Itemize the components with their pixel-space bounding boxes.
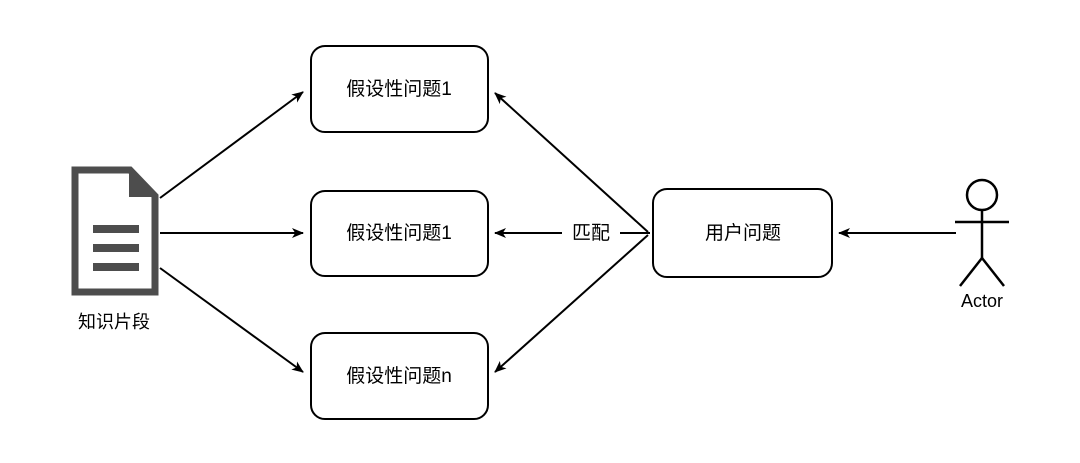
hypothetical-question-bottom-node[interactable]: 假设性问题n [310,332,489,420]
hypothetical-question-bottom-label: 假设性问题n [346,365,452,387]
edge-doc-to-question-bottom [159,267,304,373]
hypothetical-question-top-label: 假设性问题1 [346,78,452,100]
actor-node[interactable]: Actor [955,178,1009,311]
hypothetical-question-middle-label: 假设性问题1 [346,222,452,244]
edge-user-question-to-question-bottom [494,234,649,373]
user-question-label: 用户问题 [705,222,781,244]
hypothetical-question-top-node[interactable]: 假设性问题1 [310,45,489,133]
edge-user-question-to-question-top [494,92,649,233]
edge-doc-to-question-top [159,91,304,199]
knowledge-chunk-node[interactable]: 知识片段 [71,166,159,332]
document-icon [71,166,159,296]
actor-stick-figure-icon [955,178,1009,287]
edge-user-question-to-question-middle: 匹配 [494,219,650,247]
hypothetical-question-middle-node[interactable]: 假设性问题1 [310,190,489,277]
edge-label-match: 匹配 [572,223,610,244]
user-question-node[interactable]: 用户问题 [652,188,833,278]
knowledge-chunk-label: 知识片段 [78,312,150,332]
actor-label: Actor [961,291,1003,311]
